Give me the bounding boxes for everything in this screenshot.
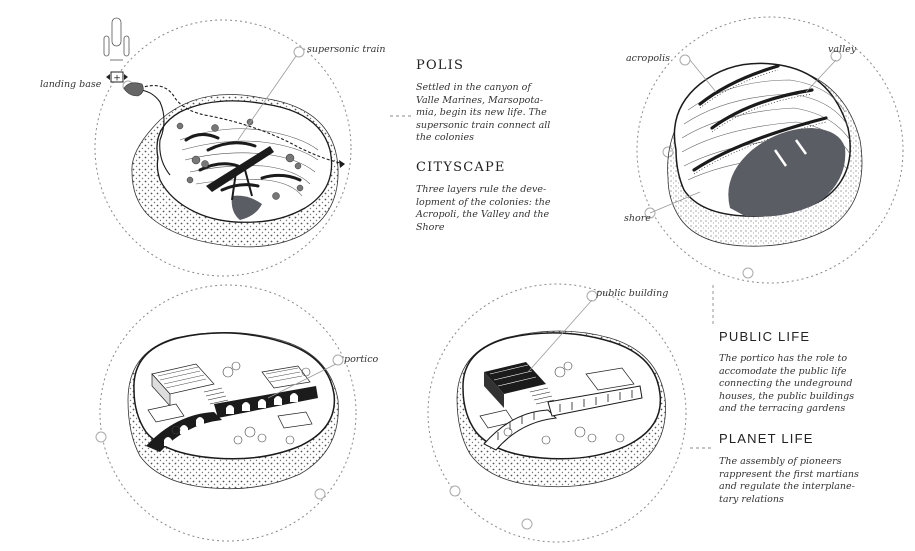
polis-line: Settled in the canyon of	[416, 82, 531, 93]
leader-lines	[237, 55, 837, 399]
text-connectors	[390, 115, 714, 449]
cityscape-island	[667, 62, 863, 247]
frame-circle-public-building	[427, 283, 687, 543]
polis-line: mia, begin its new life. The	[416, 107, 547, 118]
polis-island: +	[103, 17, 346, 248]
label-public-building: public building	[596, 288, 669, 299]
planet-life-title: PLANET LIFE	[719, 431, 814, 446]
cityscape-line: Three layers rule the deve-	[416, 184, 547, 195]
planet-life-line: and regulate the interplane-	[719, 481, 855, 492]
frame-circle-polis	[94, 19, 352, 277]
polis-line: supersonic train connect all	[416, 119, 551, 131]
cityscape-line: Acropoli, the Valley and the	[416, 209, 550, 220]
label-acropolis: acropolis	[626, 53, 670, 64]
public-life-line: connecting the undeground	[719, 378, 853, 389]
public-life-line: accomodate the public life	[719, 365, 847, 377]
svg-text:+: +	[113, 74, 121, 84]
planet-life-line: rappresent the first martians	[719, 468, 859, 480]
public-life-line: and the terracing gardens	[719, 403, 846, 414]
cityscape-line: lopment of the colonies: the	[416, 196, 551, 208]
label-portico: portico	[344, 354, 379, 365]
portico-island	[127, 332, 339, 490]
public-life-title: PUBLIC LIFE	[719, 329, 811, 344]
public-life-line: houses, the public buildings	[719, 390, 855, 402]
planet-life-body: The assembly of pioneers rappresent the …	[719, 456, 859, 506]
label-shore: shore	[624, 213, 651, 224]
label-landing-base: landing base	[40, 79, 102, 90]
dashed-frame-circles	[94, 16, 904, 543]
cityscape-title: CITYSCAPE	[416, 160, 506, 175]
label-supersonic-train: supersonic train	[307, 44, 386, 55]
public-life-line: The portico has the role to	[719, 353, 848, 364]
polis-line: Valle Marines, Marsopota-	[416, 94, 544, 106]
polis-body: Settled in the canyon of Valle Marines, …	[416, 82, 550, 145]
cityscape-line: Shore	[416, 221, 445, 233]
rocket-icon	[103, 17, 130, 61]
planet-life-line: tary relations	[719, 493, 784, 505]
polis-title: POLIS	[416, 58, 465, 73]
public-building-island	[456, 330, 666, 488]
frame-circle-cityscape	[636, 16, 904, 284]
planet-life-line: The assembly of pioneers	[719, 456, 842, 467]
polis-line: the colonies	[416, 132, 475, 143]
public-life-body: The portico has the role to accomodate t…	[719, 353, 854, 416]
frame-circle-portico	[99, 284, 357, 542]
label-valley: valley	[828, 44, 857, 55]
frame-node-circles	[95, 46, 842, 530]
cityscape-body: Three layers rule the deve- lopment of t…	[416, 184, 551, 234]
